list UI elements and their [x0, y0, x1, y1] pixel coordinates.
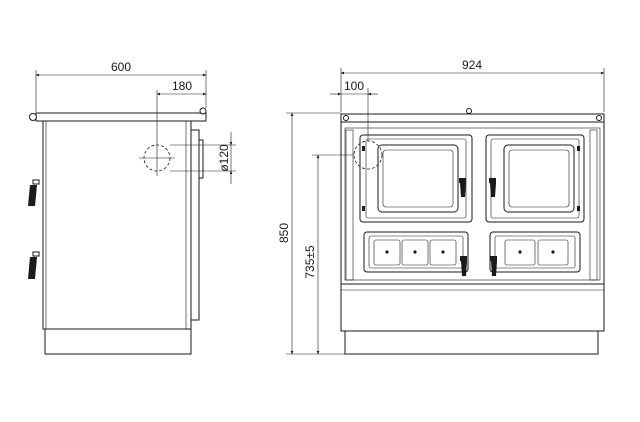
side-view: 600 180 ø120 [28, 60, 236, 355]
dim-label-flue-diameter: ø120 [217, 144, 231, 172]
front-view: 924 100 850 735±5 [277, 58, 605, 355]
right-oven-door-handle [489, 178, 496, 197]
dim-label-hob-height: 735±5 [303, 245, 317, 279]
side-body [42, 120, 192, 330]
side-handle-upper [28, 179, 40, 206]
left-oven-door-handle [459, 178, 466, 197]
side-flue-stub [198, 139, 204, 179]
front-lower-panel [340, 283, 605, 332]
front-top-knob [466, 108, 472, 114]
dim-label-front-width: 924 [462, 58, 482, 72]
dim-label-side-flue-offset: 180 [172, 79, 192, 93]
front-plinth [344, 330, 599, 355]
side-rear-panel [190, 129, 200, 321]
front-top-plate [340, 113, 605, 123]
dim-label-side-width: 600 [111, 60, 131, 74]
side-top-plate [35, 112, 207, 122]
left-ash-drawer-handle [460, 256, 467, 276]
side-top-knob [199, 107, 207, 115]
dim-label-front-flue-offset: 100 [344, 79, 364, 93]
left-oven-door [359, 134, 473, 223]
right-ash-drawer [489, 231, 581, 276]
left-ash-drawer [363, 231, 469, 276]
side-handle-lower [28, 251, 40, 279]
right-oven-door [485, 134, 585, 223]
right-ash-drawer-handle [490, 256, 497, 276]
side-rail-knob [29, 113, 37, 121]
side-plinth [44, 328, 192, 355]
dim-label-total-height: 850 [277, 223, 291, 243]
